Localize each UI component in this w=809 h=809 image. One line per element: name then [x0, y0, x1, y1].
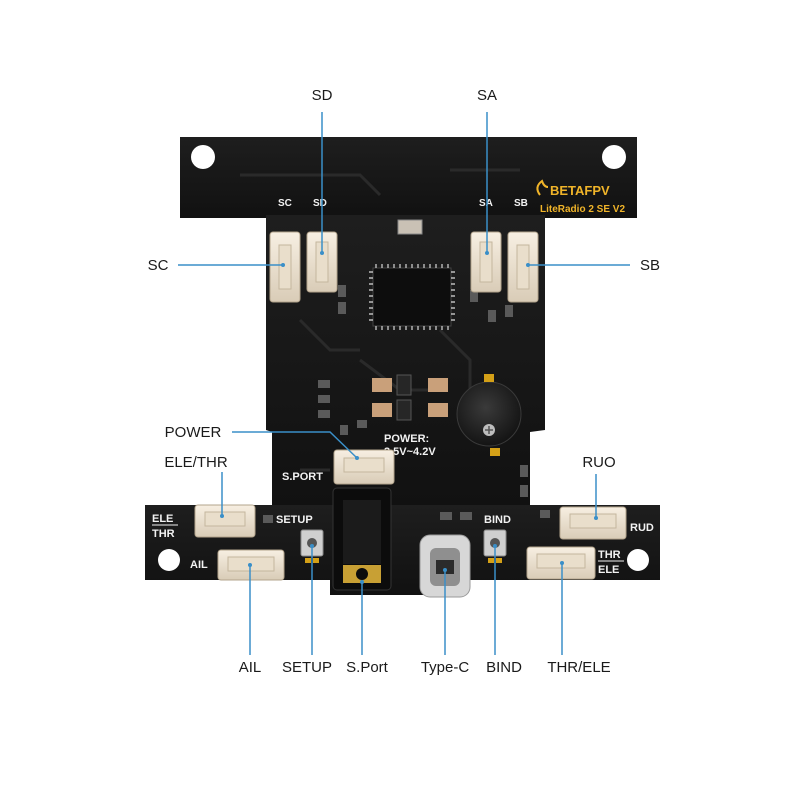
crystal-oscillator [397, 219, 423, 235]
silk-sport: S.PORT [282, 471, 323, 483]
connector-ele-thr [194, 504, 256, 538]
brand-logo-icon [536, 179, 549, 196]
silk-rud: RUD [630, 522, 654, 534]
buzzer [456, 374, 522, 456]
mounting-hole-bl [158, 549, 180, 571]
mounting-hole-tl [191, 145, 215, 169]
silk-ele2: ELE [598, 564, 619, 576]
callout-sport: S.Port [346, 659, 389, 676]
pcb-traces [240, 168, 520, 472]
callout-setup: SETUP [282, 659, 332, 676]
silk-sa: SA [479, 198, 493, 209]
callout-sb: SB [640, 257, 660, 274]
callout-bind: BIND [486, 659, 522, 676]
mounting-hole-br [627, 549, 649, 571]
brand-name: BETAFPV [550, 183, 610, 198]
brand-logo: BETAFPV LiteRadio 2 SE V2 [536, 179, 625, 215]
silk-thr2: THR [598, 549, 621, 561]
callout-ruo: RUO [582, 454, 615, 471]
connector-sport [333, 449, 395, 485]
mcu-chip [369, 264, 455, 330]
callout-ail: AIL [239, 659, 262, 676]
silk-thr: THR [152, 528, 175, 540]
connector-sa [470, 231, 502, 293]
silk-sc: SC [278, 198, 292, 209]
silk-setup: SETUP [276, 514, 313, 526]
leader-lines [178, 112, 630, 655]
connector-sd [306, 231, 338, 293]
power-components [372, 374, 448, 421]
pcb-top-bar [180, 137, 637, 218]
silk-ail: AIL [190, 559, 208, 571]
setup-button [300, 529, 324, 563]
connector-sc [269, 231, 301, 303]
callout-sd: SD [312, 87, 333, 104]
callout-thr-ele: THR/ELE [547, 659, 610, 676]
leader-power [232, 431, 358, 459]
smd-components [263, 285, 550, 523]
callout-typec: Type-C [421, 659, 470, 676]
silk-ele: ELE [152, 513, 173, 525]
bind-button [483, 529, 507, 563]
leader-dots [220, 251, 598, 584]
silk-sd: SD [313, 198, 327, 209]
silk-power-2: 3.5V~4.2V [384, 446, 436, 458]
callout-power: POWER [165, 424, 222, 441]
mounting-hole-tr [602, 145, 626, 169]
usb-type-c-port [419, 534, 471, 598]
callout-sa: SA [477, 87, 497, 104]
callout-ele-thr: ELE/THR [164, 454, 228, 471]
connector-rud [559, 506, 627, 540]
callout-sc: SC [148, 257, 169, 274]
silk-power-1: POWER: [384, 433, 429, 445]
audio-jack [332, 487, 392, 591]
silk-sb: SB [514, 198, 528, 209]
silk-bind: BIND [484, 514, 511, 526]
connector-sb [507, 231, 539, 303]
model-name: LiteRadio 2 SE V2 [540, 204, 625, 215]
